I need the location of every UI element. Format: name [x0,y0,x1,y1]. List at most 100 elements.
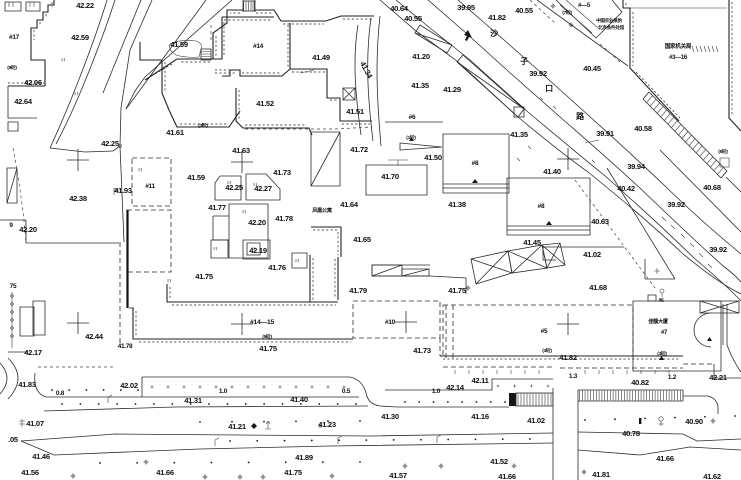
tree-icon-part [582,470,586,474]
road-decorations-part [263,403,266,405]
building-number-label: #6 [659,298,664,304]
road-decorations-part [707,45,711,53]
street-name-char: 路 [576,111,585,121]
building-number-label: #8 [472,160,479,167]
stairs-band-icon [642,91,730,179]
central-compound-part [245,173,281,201]
elevation-label: 42.21 [709,373,728,382]
road-decorations-part [713,163,721,172]
elevation-label: 1.2 [668,374,677,381]
tree-icon-part [145,461,147,463]
central-compound-part [214,175,242,201]
tree-icon-part [440,465,442,467]
central-north-compound-part [235,88,313,136]
elevation-label: 40.42 [617,184,635,193]
west-compound-part [10,294,14,298]
place-name-label: 北京条件处馆 [598,24,624,31]
central-compound-part [313,229,339,298]
road-decorations-part [711,45,715,53]
road-decorations-part [671,120,678,128]
tower-7 [632,294,741,373]
block-4168-part [541,242,566,269]
elevation-label: 42.06 [24,78,42,87]
diagonal-street-part [395,0,741,302]
central-north-compound-part [161,60,241,128]
elevation-label: 42.14 [446,383,465,392]
elevation-label: 41.29 [443,85,461,94]
west-compound-part [10,310,14,314]
building-number-label: #5 [541,328,548,335]
road-decorations-part [256,439,259,442]
west-compound-part [126,209,172,273]
road-decorations-part [475,401,478,403]
road-decorations-part [355,403,357,405]
tree-icon-part [330,474,334,478]
wedge-roads-part [102,0,142,94]
road-decorations-part [513,384,517,388]
road-decorations-part [734,415,736,417]
northwest-compound-part [6,167,18,204]
road-decorations-part [685,134,692,143]
road-decorations-part [321,461,324,464]
elevation-label: 41.52 [256,99,274,108]
road-decorations-part [99,462,101,464]
elevation-label: 41.02 [583,250,601,259]
elevation-label: 41.35 [510,130,529,139]
tower-7-part [726,344,741,373]
tree-icon-part [569,23,573,27]
mid-buildings-part [399,142,443,151]
stairs-icon-part [242,0,256,12]
tree-icon [465,285,471,291]
road-decorations-part [649,98,657,107]
street-name-char: 沙 [490,29,498,38]
stairs-icon-part [243,0,255,12]
northwest-compound-part [30,0,55,86]
grid-cross-icon [557,313,579,335]
tree-icon-part [261,475,265,479]
central-compound-part [169,258,336,306]
storey-note-label: (5砼) [262,333,272,340]
northwest-compound-part [0,219,119,244]
road-ramp-icon-part [414,24,453,54]
central-north-compound-part [223,19,289,74]
central-north-compound-part [342,87,356,101]
elevation-label: 42.19 [249,246,267,255]
elevation-label: 41.49 [312,53,330,62]
elevation-label: 41.57 [389,471,407,480]
road-decorations-part [278,385,282,389]
tree-icon-part [711,419,715,423]
place-name-label: 佳馥大厦 [648,317,669,325]
road-decorations-part [660,109,667,118]
road-decorations-part [152,403,155,405]
compound-5 [529,0,623,63]
elevation-label: 41.30 [381,412,399,421]
road-decorations-part [715,45,719,53]
elevation-label: 41.21 [228,422,247,431]
tower-7-part [659,356,664,360]
wedge-roads-part [119,0,153,243]
elevation-label: 41.46 [32,452,50,461]
central-north-compound-part [292,71,370,125]
main-road-part [639,418,642,424]
tree-icon-part [202,474,208,480]
elevation-label: 42.02 [120,381,138,390]
main-road-part [366,395,398,408]
road-decorations-part [699,149,706,157]
tree-icon-part [71,474,75,478]
road-decorations-part [199,421,201,423]
road-decorations-part [295,420,297,423]
road-decorations-part [529,384,533,388]
road-decorations-part [644,417,646,420]
block-4168-part [371,264,430,277]
tree-icon-part [402,463,408,469]
elevation-label: 41.77 [208,203,226,212]
elevation-label: 41.16 [471,412,489,421]
road-decorations-part [646,95,653,103]
road-decorations-part [294,385,298,389]
tree-icon-part [238,475,242,479]
tree-icon-part [550,3,556,9]
west-compound-part [10,318,14,322]
road-decorations-part [214,437,220,446]
main-road-part [43,405,369,412]
